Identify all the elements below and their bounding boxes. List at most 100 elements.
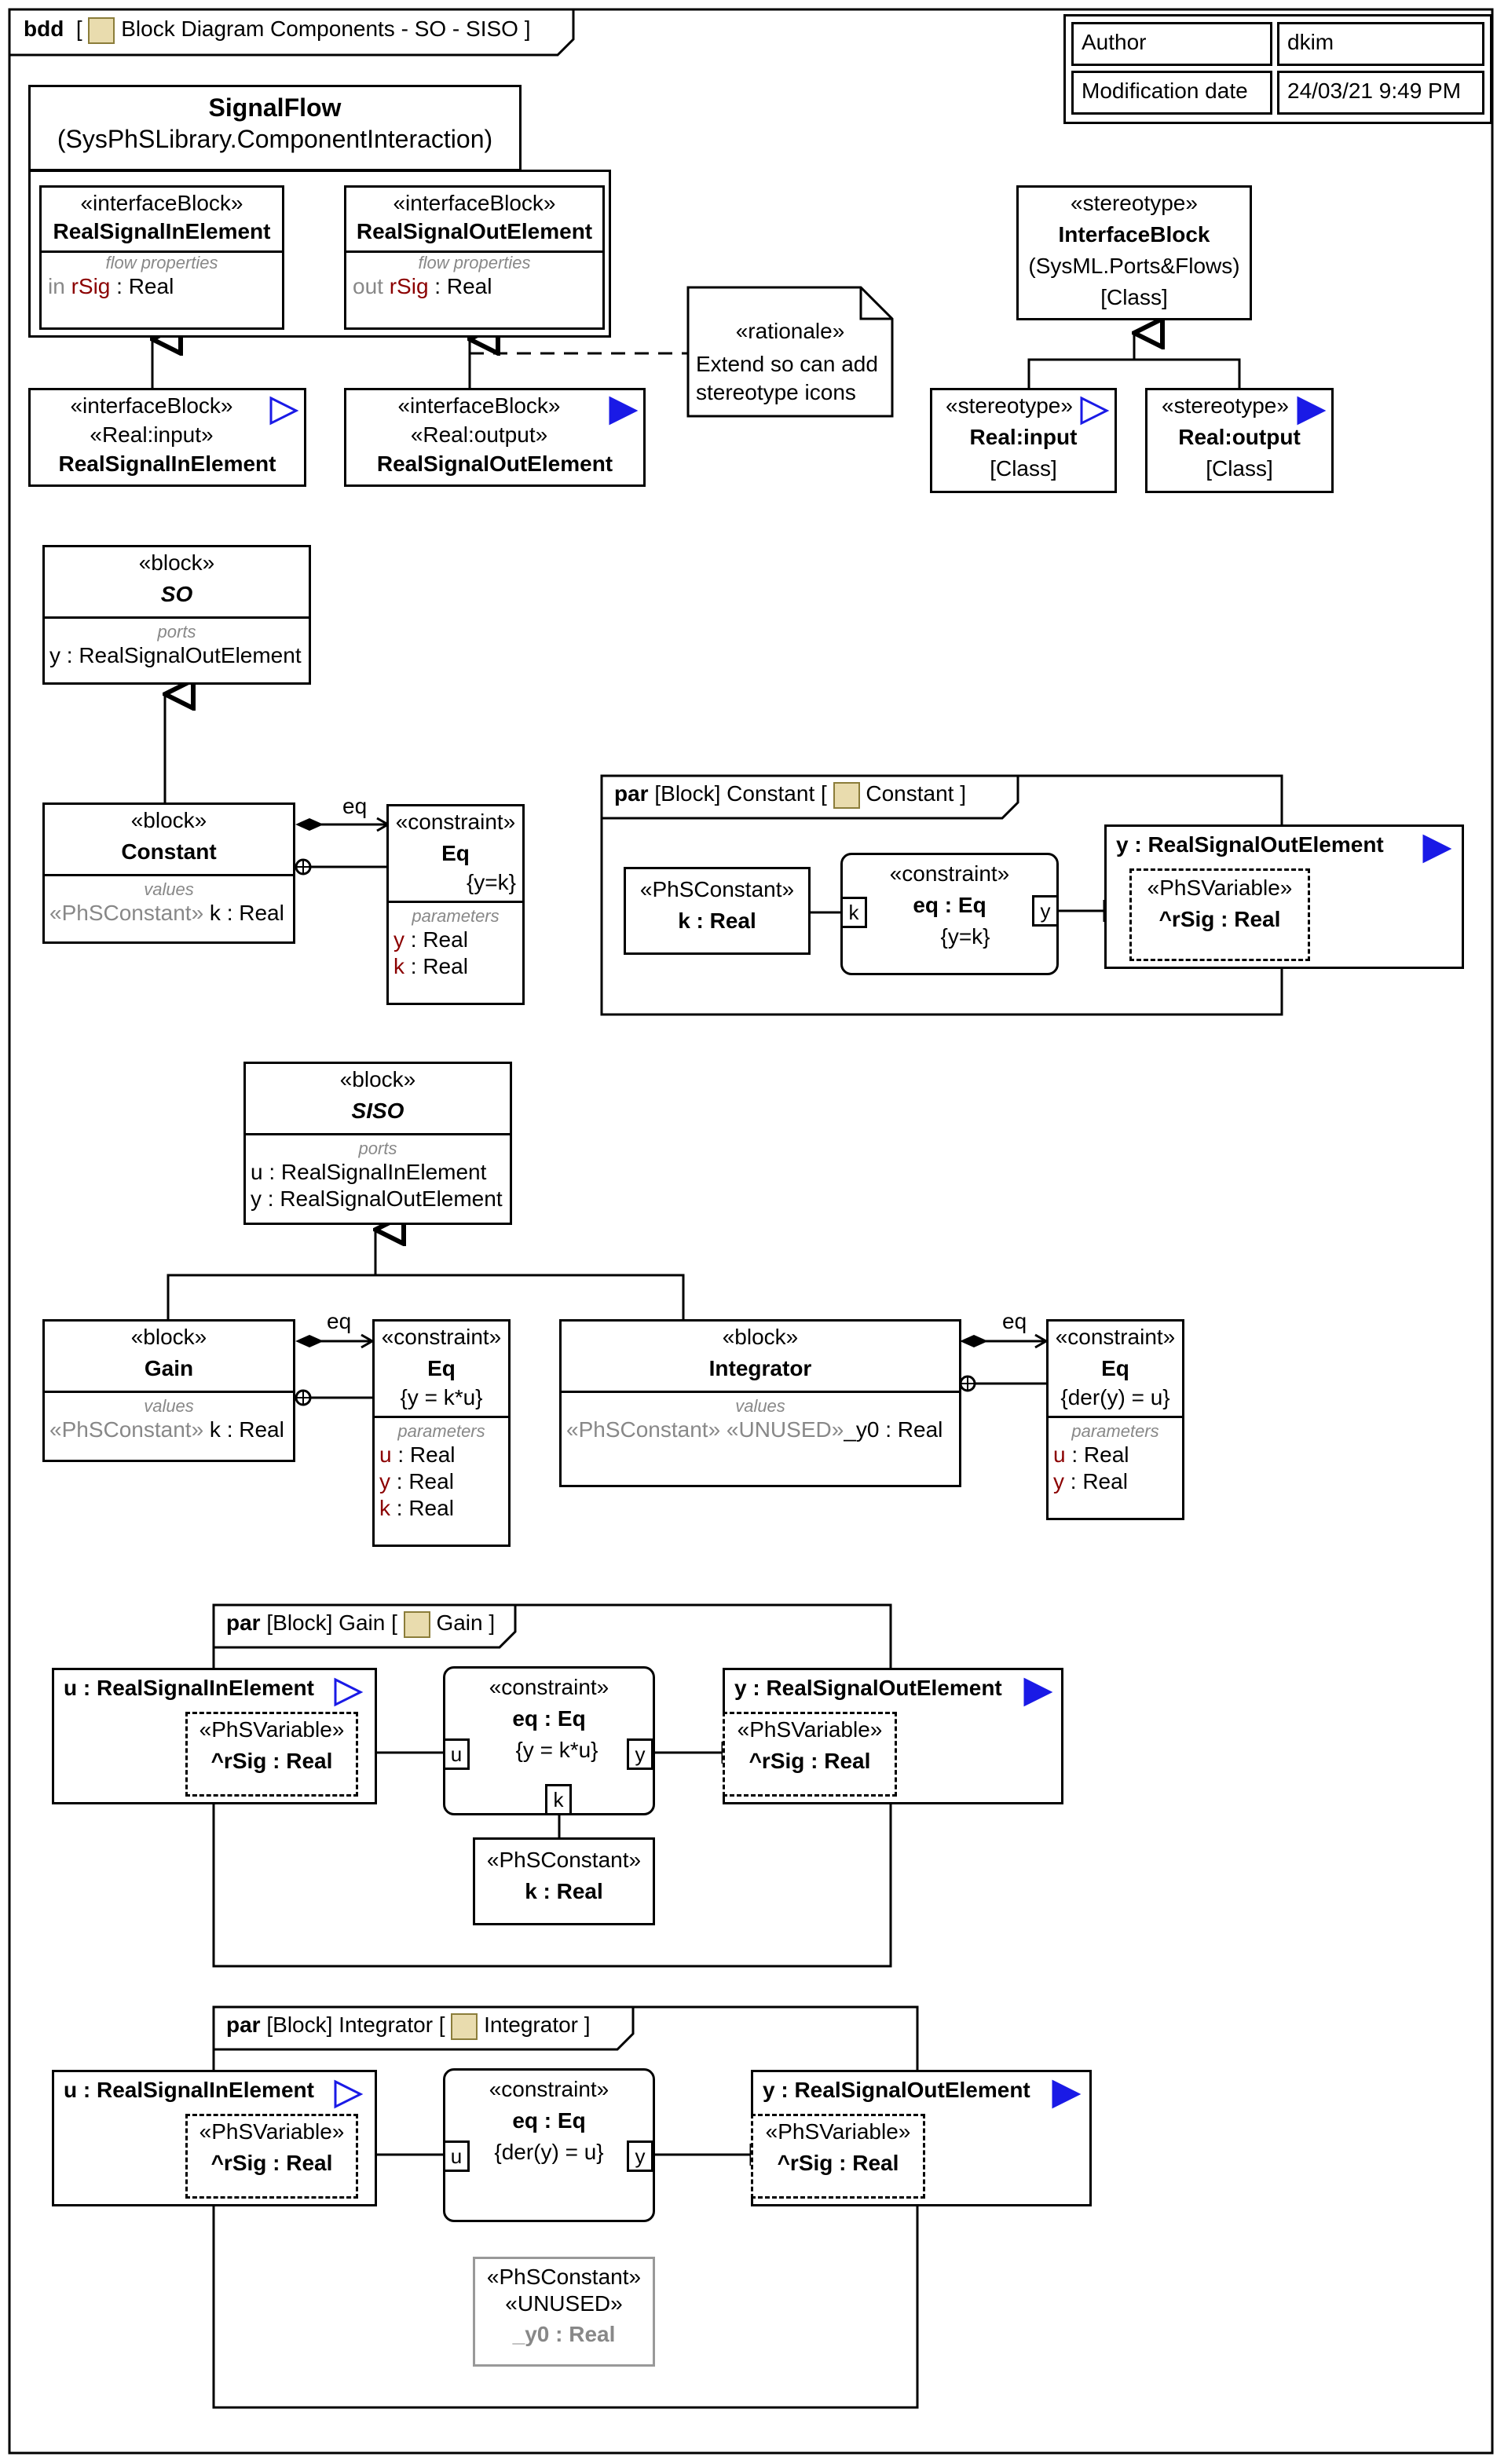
par-constant-rsig[interactable]: «PhSVariable» ^rSig : Real — [1129, 868, 1310, 961]
frame-kind: bdd — [24, 16, 64, 41]
frame-header: bdd [ Block Diagram Components - SO - SI… — [24, 16, 531, 44]
stereotype-label: «PhSVariable» — [199, 1717, 345, 1742]
stereotype-label: «Real:output» — [410, 422, 548, 447]
par-context: [Block] Constant [ — [654, 781, 827, 806]
par-gain-y-rsig[interactable]: «PhSVariable» ^rSig : Real — [723, 1712, 897, 1797]
par-name: Gain ] — [436, 1610, 496, 1635]
param-pin-u[interactable]: u — [443, 2140, 470, 2172]
stereotype-label: «interfaceBlock» — [397, 393, 561, 418]
real-signal-out-element-block[interactable]: «interfaceBlock» RealSignalOutElement fl… — [344, 185, 605, 330]
param-name: y — [379, 1469, 390, 1493]
gen-line — [1027, 358, 1241, 388]
par-gain-k-property[interactable]: «PhSConstant» k : Real — [473, 1837, 655, 1925]
block-name: SISO — [351, 1099, 404, 1123]
param-pin-k[interactable]: k — [545, 1784, 572, 1815]
real-signal-in-element-block[interactable]: «interfaceBlock» RealSignalInElement flo… — [39, 185, 284, 330]
param-pin-u[interactable]: u — [443, 1738, 470, 1770]
input-port-icon — [1080, 396, 1110, 426]
stereotype-label: «interfaceBlock» — [393, 191, 556, 215]
constraint-expr: {der(y) = u} — [494, 2140, 604, 2164]
gen-line — [167, 1274, 685, 1319]
stereotype-label: «block» — [339, 1067, 416, 1091]
property-name: k : Real — [525, 1879, 603, 1903]
par-constant-k-property[interactable]: «PhSConstant» k : Real — [624, 867, 811, 955]
param-pin-y[interactable]: y — [627, 2140, 653, 2172]
mod-label-cell: Modification date — [1071, 71, 1272, 115]
block-name: SO — [160, 582, 193, 606]
input-port-icon — [334, 1677, 364, 1707]
block-name: Gain — [144, 1356, 194, 1380]
value-stereotype: «PhSConstant» — [566, 1417, 721, 1442]
frame-border — [8, 8, 1494, 2455]
stereotype-label: «block» — [130, 808, 207, 832]
param-type: : Real — [410, 927, 468, 952]
output-port-icon — [1052, 2079, 1082, 2109]
author-value-cell: dkim — [1277, 22, 1484, 66]
param-pin-y[interactable]: y — [1032, 895, 1059, 927]
port-row: y : RealSignalOutElement — [49, 643, 302, 667]
property-name: ^rSig : Real — [777, 2151, 899, 2175]
par-constant-eq[interactable]: «constraint» eq : Eq {y=k} — [840, 853, 1059, 975]
output-port-icon — [1023, 1677, 1053, 1707]
par-integrator-y0-property[interactable]: «PhSConstant» «UNUSED» _y0 : Real — [473, 2257, 655, 2367]
metaclass: [Class] — [1206, 456, 1273, 481]
direction: out — [353, 274, 383, 298]
stereotype-label: «block» — [138, 550, 215, 575]
block-name: RealSignalInElement — [58, 451, 276, 476]
par-integrator-y-rsig[interactable]: «PhSVariable» ^rSig : Real — [751, 2114, 925, 2199]
par-integrator-u-rsig[interactable]: «PhSVariable» ^rSig : Real — [185, 2114, 358, 2199]
constraint-name: Eq — [1101, 1356, 1129, 1380]
stereotype-label: «PhSVariable» — [1147, 876, 1293, 900]
port-name: u : RealSignalInElement — [64, 1676, 314, 1700]
prop-type: : Real — [434, 274, 492, 298]
param-pin-k[interactable]: k — [840, 897, 867, 928]
real-output-stereotype[interactable]: «stereotype» Real:output [Class] — [1145, 388, 1334, 493]
par-kind: par — [226, 1610, 261, 1635]
value-stereotype: «UNUSED» — [726, 1417, 844, 1442]
rationale-line: stereotype icons — [696, 380, 856, 404]
compartment-label: values — [144, 1396, 194, 1416]
real-input-stereotype[interactable]: «stereotype» Real:input [Class] — [930, 388, 1117, 493]
real-output-interface-block[interactable]: «interfaceBlock» «Real:output» RealSigna… — [344, 388, 646, 487]
constant-eq-constraint[interactable]: «constraint» Eq {y=k} parameters y : Rea… — [386, 804, 525, 1005]
stereotype-label: «block» — [130, 1325, 207, 1349]
integrator-eq-constraint[interactable]: «constraint» Eq {der(y) = u} parameters … — [1046, 1319, 1184, 1520]
frame-tab — [9, 9, 575, 57]
block-name: RealSignalInElement — [53, 219, 271, 243]
par-kind: par — [614, 781, 649, 806]
par-name: Constant ] — [866, 781, 966, 806]
value-name: k : Real — [209, 1417, 284, 1442]
constraint-expr: {y=k} — [940, 924, 990, 949]
block-name: Integrator — [708, 1356, 812, 1380]
input-port-icon — [269, 396, 299, 426]
constraint-property: eq : Eq — [913, 893, 986, 917]
real-input-interface-block[interactable]: «interfaceBlock» «Real:input» RealSignal… — [28, 388, 306, 487]
par-integrator-eq[interactable]: «constraint» eq : Eq {der(y) = u} — [443, 2068, 655, 2222]
compartment-label: ports — [358, 1139, 397, 1158]
mod-value: 24/03/21 9:49 PM — [1287, 79, 1462, 103]
param-pin-y[interactable]: y — [627, 1738, 653, 1770]
flow-property-row: out rSig : Real — [346, 273, 602, 300]
so-block[interactable]: «block» SO ports y : RealSignalOutElemen… — [42, 545, 311, 685]
block-diagram-icon — [451, 2013, 478, 2040]
prop-type: : Real — [116, 274, 174, 298]
gain-eq-constraint[interactable]: «constraint» Eq {y = k*u} parameters u :… — [372, 1319, 511, 1547]
par-context: [Block] Integrator [ — [266, 2013, 445, 2037]
constraint-property: eq : Eq — [512, 2108, 586, 2133]
stereotype-label: «constraint» — [1055, 1325, 1176, 1349]
par-gain-u-rsig[interactable]: «PhSVariable» ^rSig : Real — [185, 1712, 358, 1797]
interface-block-stereotype[interactable]: «stereotype» InterfaceBlock (SysML.Ports… — [1016, 185, 1252, 320]
siso-block[interactable]: «block» SISO ports u : RealSignalInEleme… — [243, 1062, 512, 1225]
stereotype-label: «PhSVariable» — [765, 2119, 911, 2144]
compartment-label: values — [735, 1396, 785, 1416]
eq-role-label: eq — [342, 794, 368, 818]
compartment-label: flow properties — [105, 253, 218, 272]
gain-block[interactable]: «block» Gain values «PhSConstant» k : Re… — [42, 1319, 295, 1462]
constraint-name: Eq — [427, 1356, 456, 1380]
block-diagram-icon — [403, 1610, 430, 1638]
integrator-block[interactable]: «block» Integrator values «PhSConstant» … — [559, 1319, 961, 1487]
constant-block[interactable]: «block» Constant values «PhSConstant» k … — [42, 802, 295, 944]
signalflow-package-tab[interactable]: SignalFlow (SysPhSLibrary.ComponentInter… — [28, 85, 522, 171]
property-name: ^rSig : Real — [1158, 907, 1281, 931]
